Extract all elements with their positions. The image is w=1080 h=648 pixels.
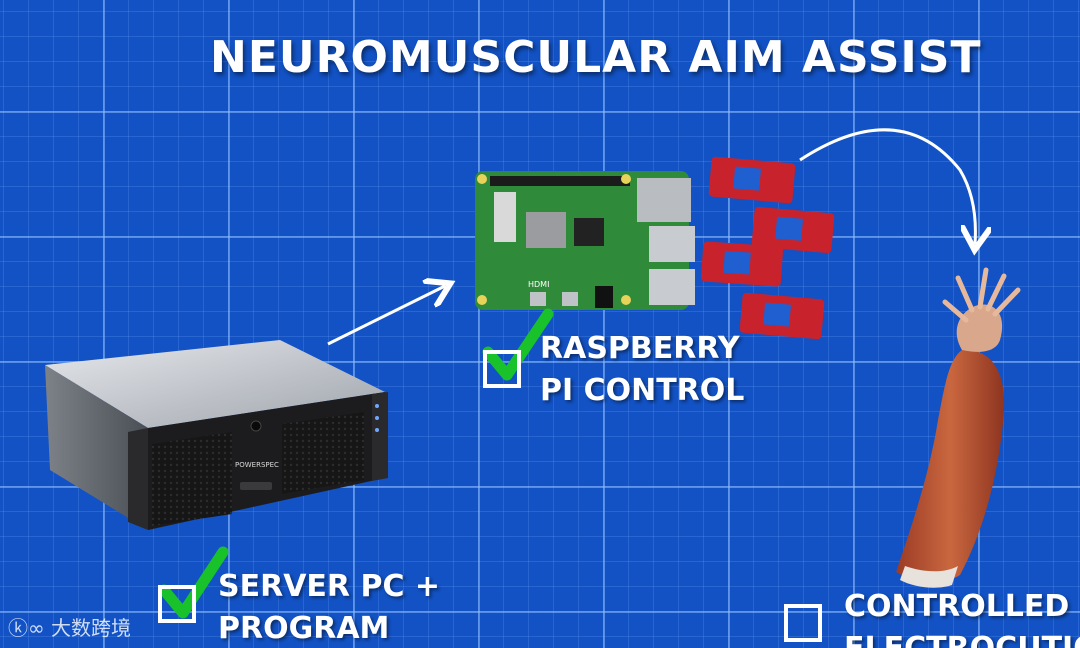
board-hdmi-text: HDMI bbox=[528, 280, 549, 289]
watermark-logo-icon: ⓚ∞ bbox=[8, 616, 45, 640]
arm-muscle-icon bbox=[896, 267, 1021, 588]
relay-module-icon bbox=[700, 156, 835, 340]
server-label-line1: SERVER PC + bbox=[218, 569, 441, 604]
electrocution-checkbox bbox=[784, 604, 822, 642]
raspberry-label-line2: PI CONTROL bbox=[540, 373, 745, 408]
raspberry-pi-board-icon: HDMI bbox=[475, 171, 695, 310]
arrow-icon bbox=[327, 286, 445, 346]
raspberry-label-line1: RASPBERRY bbox=[540, 331, 740, 366]
server-icon: POWERSPEC bbox=[45, 340, 388, 530]
server-brand-text: POWERSPEC bbox=[235, 461, 279, 469]
raspberry-label: RASPBERRY PI CONTROL bbox=[540, 328, 744, 412]
electrocution-label: CONTROLLED ELECTROCUTIO bbox=[844, 586, 1080, 648]
raspberry-checkbox bbox=[483, 350, 521, 388]
watermark-text: 大数跨境 bbox=[51, 616, 132, 640]
server-checkbox bbox=[158, 585, 196, 623]
electrocution-label-line1: CONTROLLED bbox=[844, 589, 1070, 624]
page-title: NEUROMUSCULAR AIM ASSIST bbox=[210, 32, 982, 83]
server-label: SERVER PC + PROGRAM bbox=[218, 566, 440, 648]
arrow-icon bbox=[799, 128, 975, 244]
watermark: ⓚ∞ 大数跨境 bbox=[8, 612, 131, 641]
server-label-line2: PROGRAM bbox=[218, 611, 390, 646]
checkmark-icon bbox=[482, 308, 554, 381]
electrocution-label-line2: ELECTROCUTIO bbox=[844, 628, 1080, 648]
checkmark-icon bbox=[158, 546, 229, 619]
